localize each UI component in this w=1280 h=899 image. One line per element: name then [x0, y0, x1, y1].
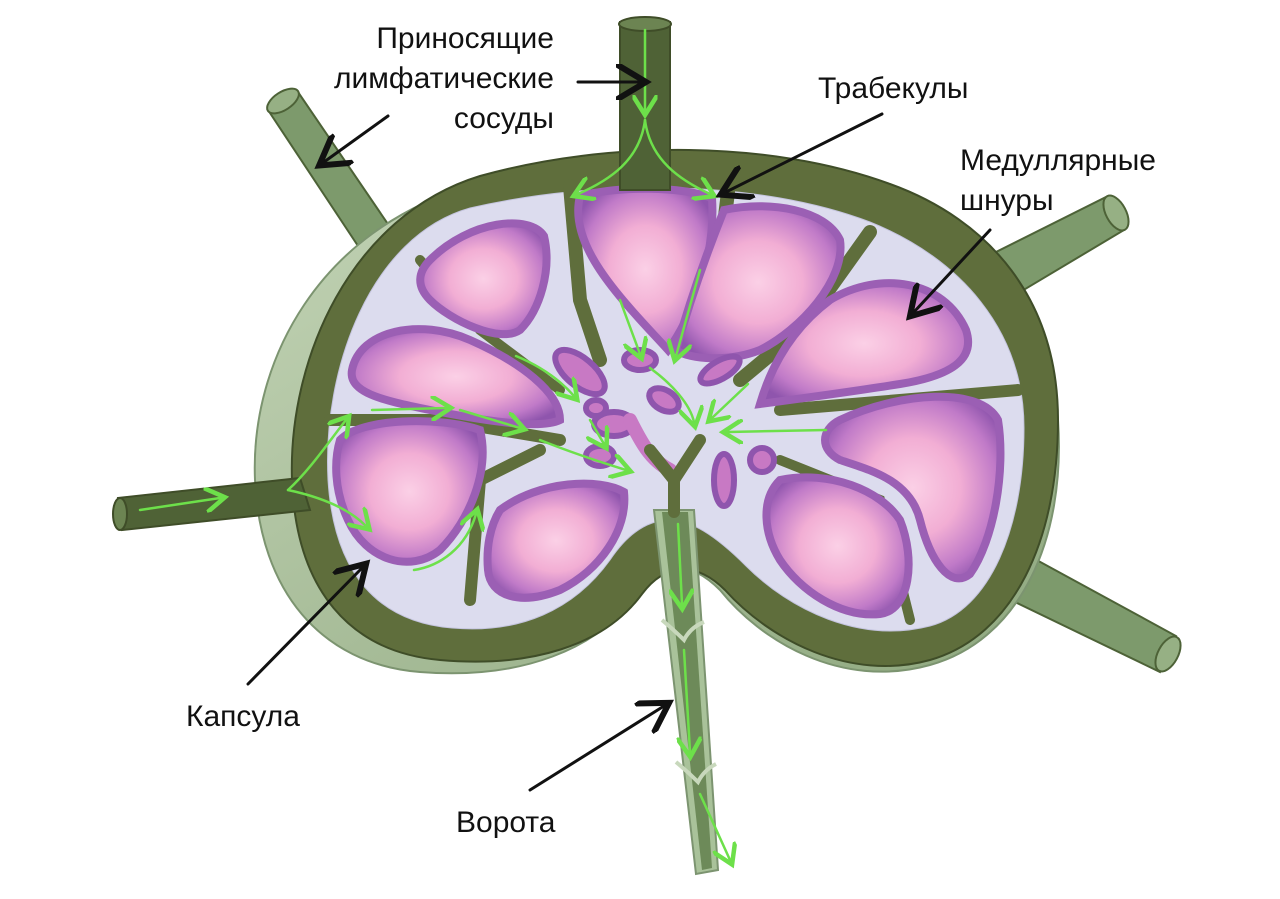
cord-left-upper	[347, 325, 565, 429]
label-capsule: Капсула	[186, 700, 300, 733]
cord-bottom-left	[483, 479, 629, 602]
label-afferent-line2: лимфатические	[334, 62, 554, 95]
label-hilum: Ворота	[456, 806, 556, 839]
vessel-right-upper-end	[1102, 194, 1130, 232]
cord-upper-left	[416, 219, 551, 339]
label-medullary-line1: Медуллярные	[960, 144, 1156, 177]
cortical-cords	[332, 184, 1005, 619]
label-afferent-line1: Приносящие	[376, 22, 554, 55]
label-trabeculae: Трабекулы	[818, 72, 969, 105]
label-medullary-line2: шнуры	[960, 184, 1054, 217]
label-afferent-line3: сосуды	[453, 102, 554, 135]
hilum-valve-1	[660, 618, 705, 644]
hilum-valve-2	[674, 760, 717, 786]
pointer-hilum	[528, 706, 664, 792]
vessel-right-lower-end	[1154, 635, 1182, 673]
cord-right-middle	[821, 392, 1005, 583]
vessel-upper-left-end	[266, 87, 300, 115]
cord-bottom-right	[762, 473, 913, 619]
pointer-arrows	[246, 82, 992, 792]
hilum-branch	[644, 434, 706, 518]
pointer-trabeculae	[726, 112, 884, 192]
cord-left-lower	[332, 417, 487, 566]
pointer-medullary	[914, 228, 992, 312]
pointer-capsule	[246, 568, 362, 686]
pointer-afferent-left	[324, 114, 390, 162]
